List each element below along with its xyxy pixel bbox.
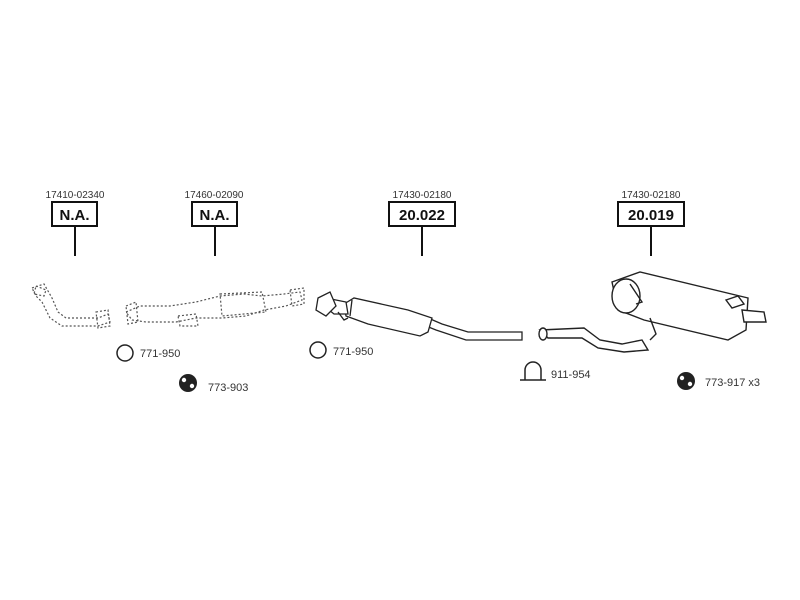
rubber-hanger-icon: [179, 374, 197, 392]
oem-number-1: 17410-02340: [46, 190, 105, 201]
part-callout-3[interactable]: 17430-02180 20.022: [388, 190, 456, 256]
part-number-4: 20.019: [628, 207, 674, 224]
accessory-4[interactable]: 911-954: [520, 361, 591, 381]
part-box-3: [388, 201, 456, 227]
middle-silencer-part[interactable]: [315, 291, 523, 341]
gasket-ring-icon: [309, 341, 327, 359]
accessory-code-1: 771-950: [140, 348, 180, 360]
accessory-code-4: 911-954: [551, 369, 591, 381]
accessory-code-5: 773-917 x3: [705, 377, 760, 389]
part-number-3: 20.022: [399, 207, 445, 224]
oem-number-3: 17430-02180: [393, 190, 452, 201]
oem-number-4: 17430-02180: [622, 190, 681, 201]
u-bolt-clamp-icon: [520, 361, 546, 381]
accessory-code-2: 773-903: [208, 382, 248, 394]
accessory-code-3: 771-950: [333, 346, 373, 358]
part-number-1: N.A.: [60, 207, 90, 224]
accessory-3[interactable]: 771-950: [309, 341, 373, 359]
rear-silencer-part[interactable]: [538, 271, 767, 353]
part-box-2: [191, 201, 238, 227]
part-callout-4[interactable]: 17430-02180 20.019: [617, 190, 685, 256]
part-number-2: N.A.: [200, 207, 230, 224]
accessory-2[interactable]: 773-903: [179, 374, 248, 394]
catalytic-pipe-part[interactable]: [125, 287, 305, 327]
part-callout-2[interactable]: 17460-02090 N.A.: [185, 190, 244, 256]
oem-number-2: 17460-02090: [185, 190, 244, 201]
part-callout-1[interactable]: 17410-02340 N.A.: [46, 190, 105, 256]
accessory-1[interactable]: 771-950: [116, 344, 180, 362]
rubber-hanger-icon: [677, 372, 695, 390]
accessory-5[interactable]: 773-917 x3: [677, 372, 760, 390]
gasket-ring-icon: [116, 344, 134, 362]
front-pipe-part[interactable]: [31, 283, 111, 329]
